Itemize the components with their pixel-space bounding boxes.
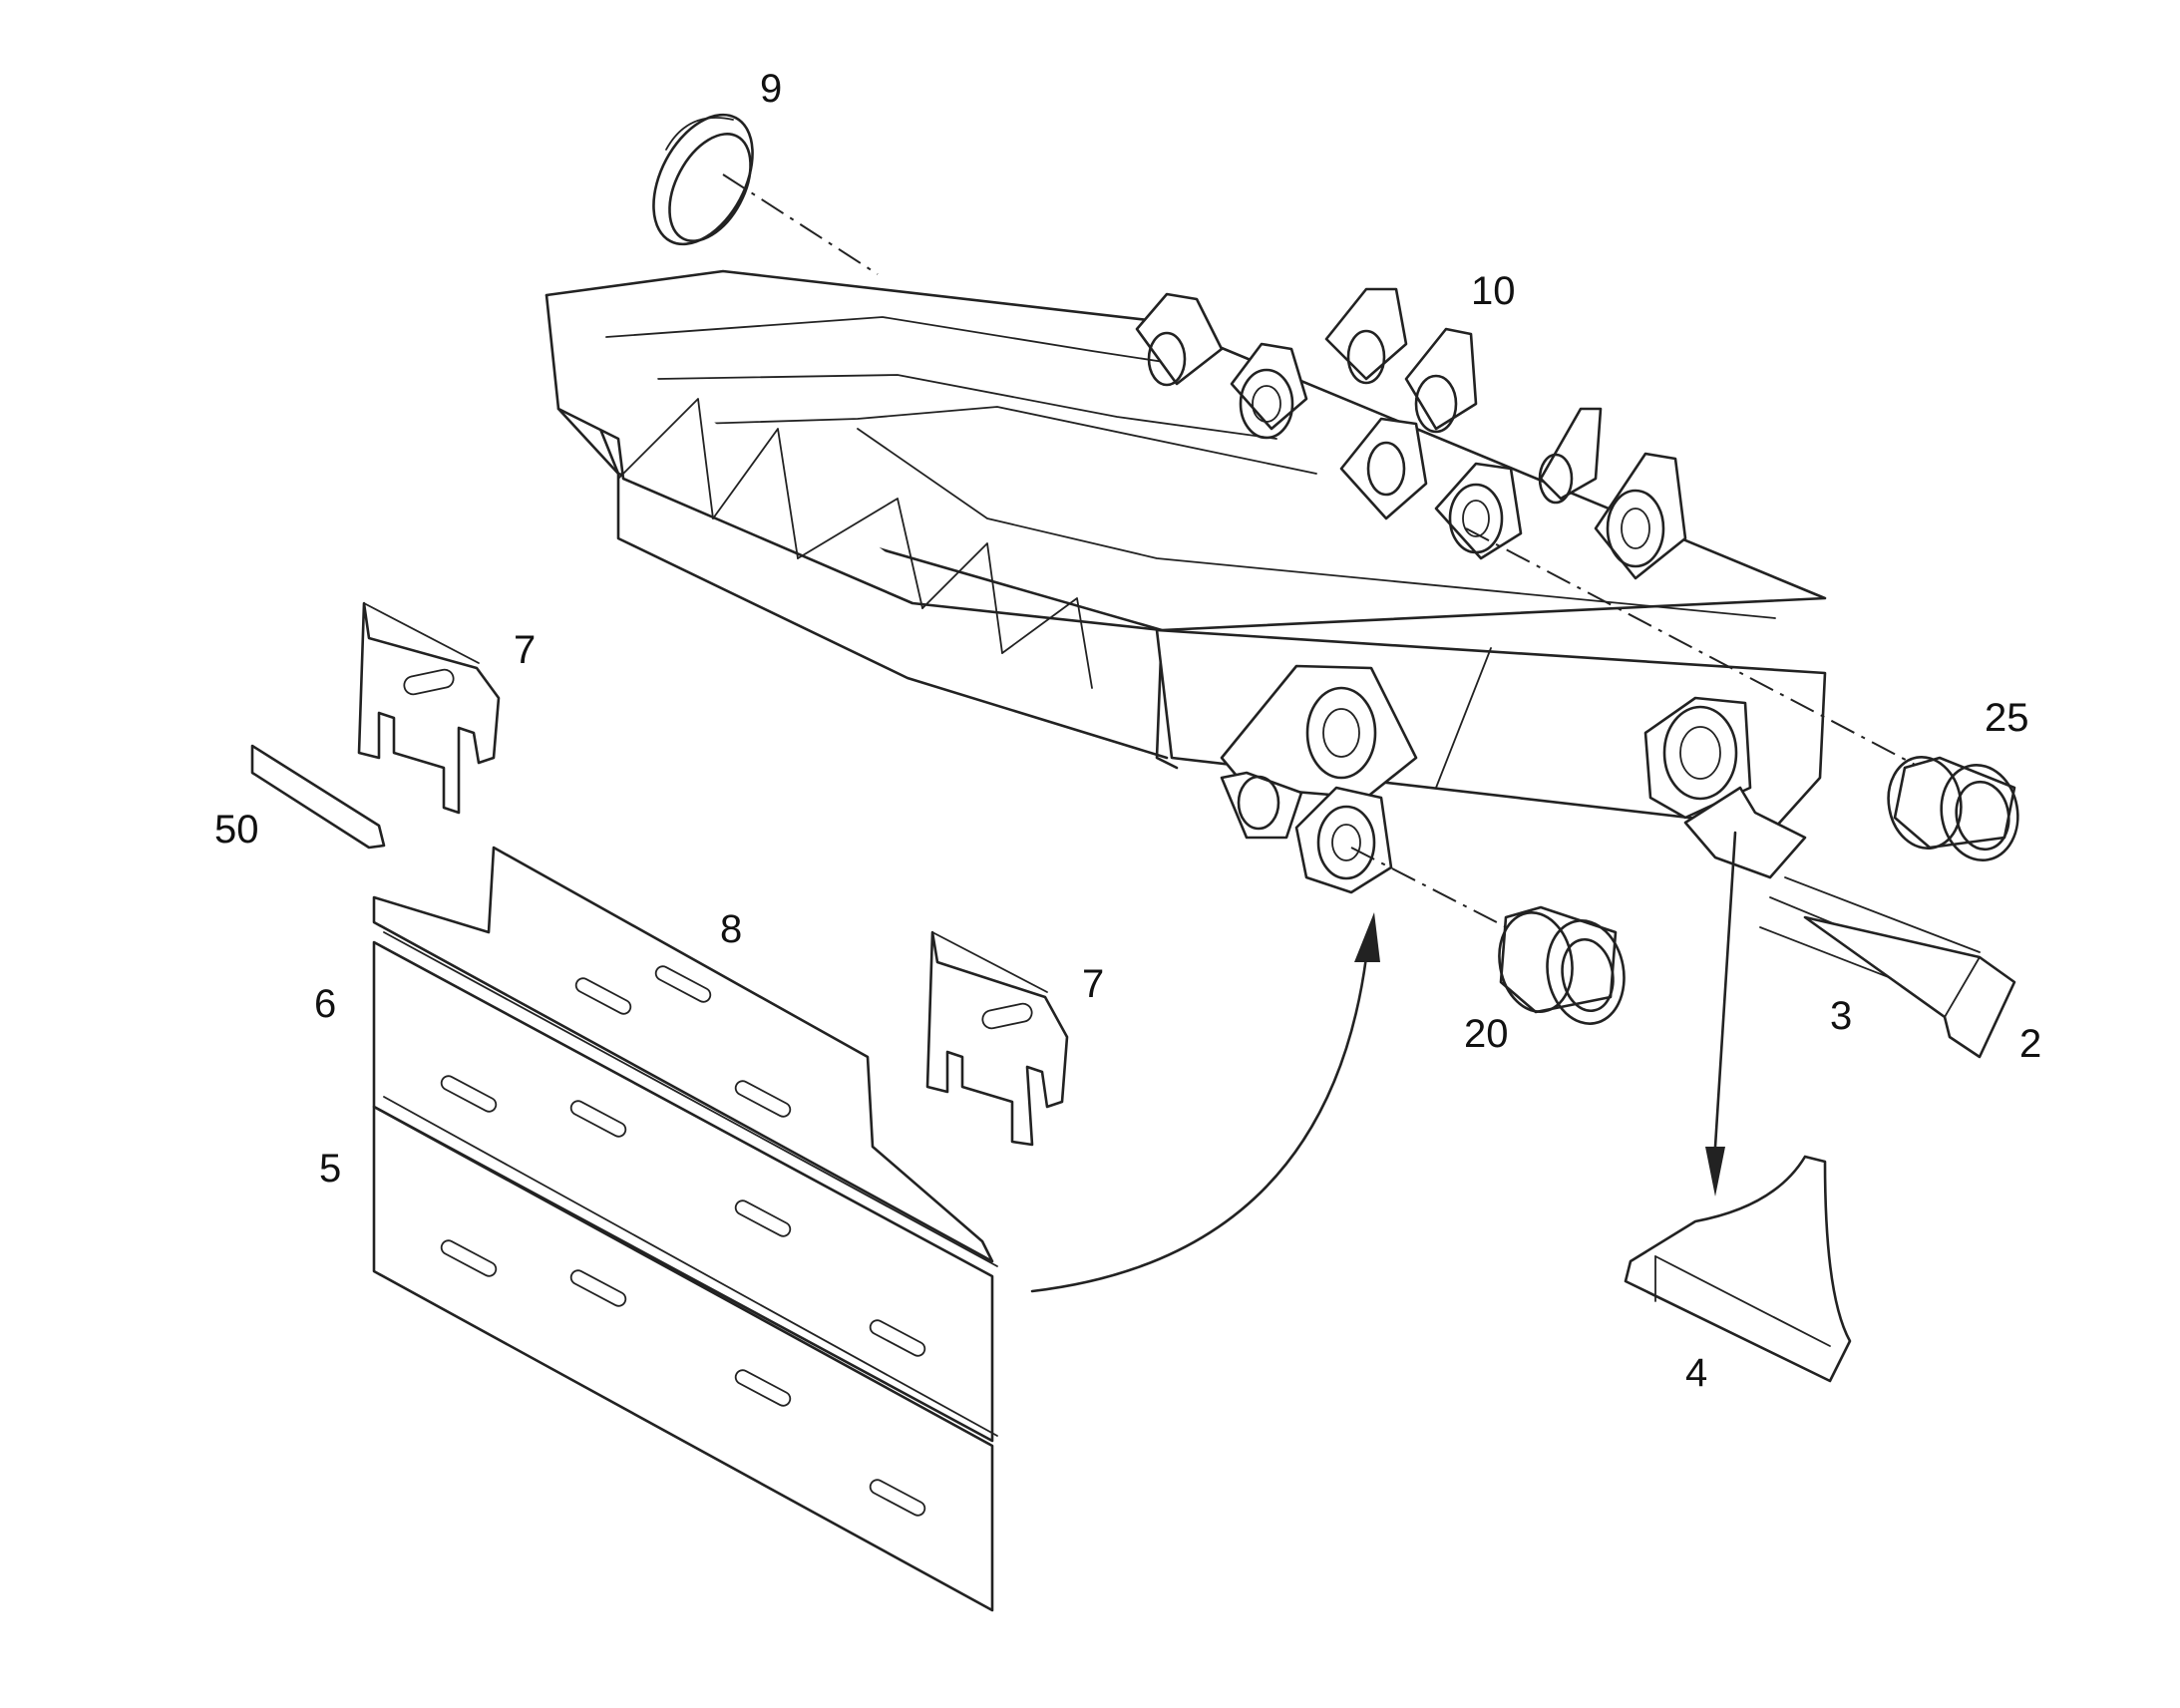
part-50-strip [250, 744, 386, 850]
part-10-frame [545, 269, 1827, 894]
arrow-head-4 [1705, 1147, 1725, 1196]
part-7-clip-left [357, 601, 501, 815]
part-7-clip-right [925, 930, 1069, 1147]
part-2-wedge [1803, 915, 2016, 1059]
part-25-bushing [1887, 755, 2019, 862]
part-5-plate [372, 1096, 998, 1612]
callout-7-right: 7 [1082, 962, 1104, 1006]
axis-line-20 [1350, 847, 1527, 938]
callout-5: 5 [319, 1147, 341, 1191]
part-8-plate [372, 846, 994, 1263]
callout-50: 50 [214, 808, 259, 852]
part-4-wedge-block [1624, 1155, 1852, 1383]
axis-line-9 [722, 173, 879, 275]
callout-10: 10 [1471, 269, 1516, 313]
callout-3: 3 [1830, 994, 1852, 1038]
part-9-ring [652, 113, 754, 246]
part-6-plate [372, 931, 998, 1443]
callout-8: 8 [720, 907, 742, 951]
callout-20: 20 [1464, 1012, 1509, 1056]
curved-arrow-head [1354, 912, 1380, 962]
callout-4: 4 [1685, 1351, 1707, 1395]
callout-25: 25 [1985, 696, 2029, 740]
callout-7: 7 [514, 628, 536, 672]
arrow-line-4 [1713, 831, 1737, 1149]
callout-9: 9 [760, 67, 782, 111]
curved-arrow [1030, 955, 1368, 1293]
callout-2: 2 [2019, 1022, 2041, 1066]
part-20-bushing [1498, 905, 1626, 1025]
callout-6: 6 [314, 982, 336, 1026]
